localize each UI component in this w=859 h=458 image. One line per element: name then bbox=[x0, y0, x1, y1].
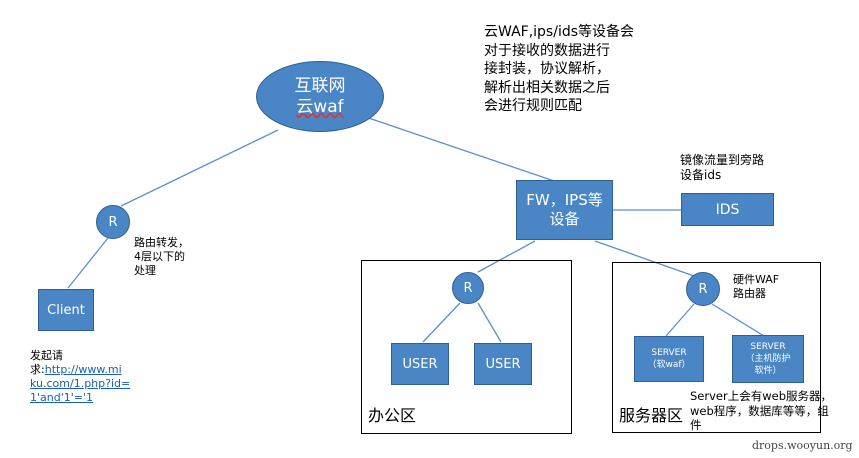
routing-note-line: 路由转发， bbox=[134, 236, 189, 249]
client-box: Client bbox=[38, 289, 94, 331]
waf-note-line: 会进行规则匹配 bbox=[484, 98, 582, 114]
internet-cloud-line1: 互联网 bbox=[294, 75, 346, 96]
server1-line2: （软waf） bbox=[647, 360, 691, 370]
server-router-node: R bbox=[686, 272, 720, 306]
office-zone-label: 办公区 bbox=[368, 406, 417, 425]
office-user-box: USER bbox=[474, 343, 532, 385]
hardware-waf-note: 硬件WAF 路由器 bbox=[733, 273, 779, 301]
internet-cloud-line2: 云waf bbox=[296, 96, 344, 117]
routing-note-line: 4层以下的 bbox=[134, 250, 185, 263]
routing-note-line: 处理 bbox=[134, 264, 156, 277]
office-user-label: USER bbox=[485, 356, 521, 372]
office-router-node: R bbox=[452, 272, 484, 304]
client-router-node: R bbox=[96, 205, 130, 239]
server-router-label: R bbox=[698, 281, 708, 297]
server2-line2: （主机防护 bbox=[745, 354, 791, 364]
link-cloud-fw bbox=[344, 109, 561, 184]
server-soft-waf-box: SERVER （软waf） bbox=[634, 336, 704, 382]
request-url-part[interactable]: http://www.mi bbox=[44, 363, 122, 376]
request-note-prefix: 发起请 bbox=[30, 349, 63, 362]
server2-line1: SERVER bbox=[750, 342, 786, 352]
server-zone-label: 服务器区 bbox=[619, 406, 684, 425]
link-client-router-client bbox=[67, 237, 109, 289]
link-server-router-server2 bbox=[711, 303, 765, 337]
mirror-note-line: 设备ids bbox=[680, 168, 722, 182]
server-note: Server上会有web服务器， web程序，数据库等等，组 件 bbox=[690, 389, 832, 433]
fw-box-line2: 设备 bbox=[549, 210, 580, 228]
hardware-waf-note-line: 路由器 bbox=[733, 287, 766, 300]
link-server-router-server1 bbox=[665, 303, 695, 337]
request-note-url-line-1: 求:http://www.mi bbox=[30, 363, 140, 377]
ids-box: IDS bbox=[681, 193, 774, 226]
waf-note-line: 云WAF,ips/ids等设备会 bbox=[484, 24, 635, 40]
waf-note-line: 解析出相关数据之后 bbox=[484, 79, 610, 96]
office-zone bbox=[361, 260, 572, 434]
request-url-part[interactable]: ku.com/1.php?id= bbox=[30, 377, 131, 390]
link-office-router-user2 bbox=[477, 302, 502, 343]
watermark: drops.wooyun.org bbox=[752, 439, 853, 452]
mirror-note-line: 镜像流量到旁路 bbox=[680, 153, 765, 167]
routing-note: 路由转发， 4层以下的 处理 bbox=[134, 236, 189, 278]
fw-box-line1: FW，IPS等 bbox=[526, 191, 603, 209]
waf-note: 云WAF,ips/ids等设备会 对于接收的数据进行 接封装，协议解析， 解析出… bbox=[484, 23, 634, 116]
office-user-label: USER bbox=[402, 356, 438, 372]
internet-cloud-node: 互联网 云waf bbox=[256, 61, 384, 132]
link-fw-server-router bbox=[594, 240, 695, 277]
waf-note-line: 接封装，协议解析， bbox=[484, 61, 610, 77]
link-office-router-user1 bbox=[422, 302, 461, 343]
server-note-line: web程序，数据库等等，组 bbox=[690, 403, 829, 418]
hardware-waf-note-line: 硬件WAF bbox=[733, 273, 780, 286]
link-cloud-client-router bbox=[120, 129, 279, 207]
office-router-label: R bbox=[463, 280, 473, 296]
waf-note-line: 对于接收的数据进行 bbox=[484, 42, 610, 59]
server-host-protection-box: SERVER （主机防护 软件） bbox=[732, 335, 804, 383]
server-zone bbox=[612, 262, 821, 433]
mirror-note: 镜像流量到旁路 设备ids bbox=[680, 153, 764, 183]
request-note-prefix2: 求: bbox=[30, 363, 45, 376]
ids-box-label: IDS bbox=[715, 201, 740, 218]
client-box-label: Client bbox=[47, 302, 85, 318]
server-note-line: Server上会有web服务器， bbox=[690, 389, 832, 403]
fw-ips-box: FW，IPS等 设备 bbox=[516, 180, 613, 240]
request-url-part[interactable]: 1'and'1'='1 bbox=[30, 391, 94, 404]
server1-line1: SERVER bbox=[651, 348, 687, 358]
server2-line3: 软件） bbox=[754, 366, 782, 376]
link-fw-office-router bbox=[477, 240, 536, 273]
office-user-box: USER bbox=[391, 343, 449, 385]
request-note: 发起请 求:http://www.mi ku.com/1.php?id= 1'a… bbox=[30, 349, 140, 405]
client-router-label: R bbox=[108, 214, 118, 230]
server-note-line: 件 bbox=[690, 418, 702, 432]
